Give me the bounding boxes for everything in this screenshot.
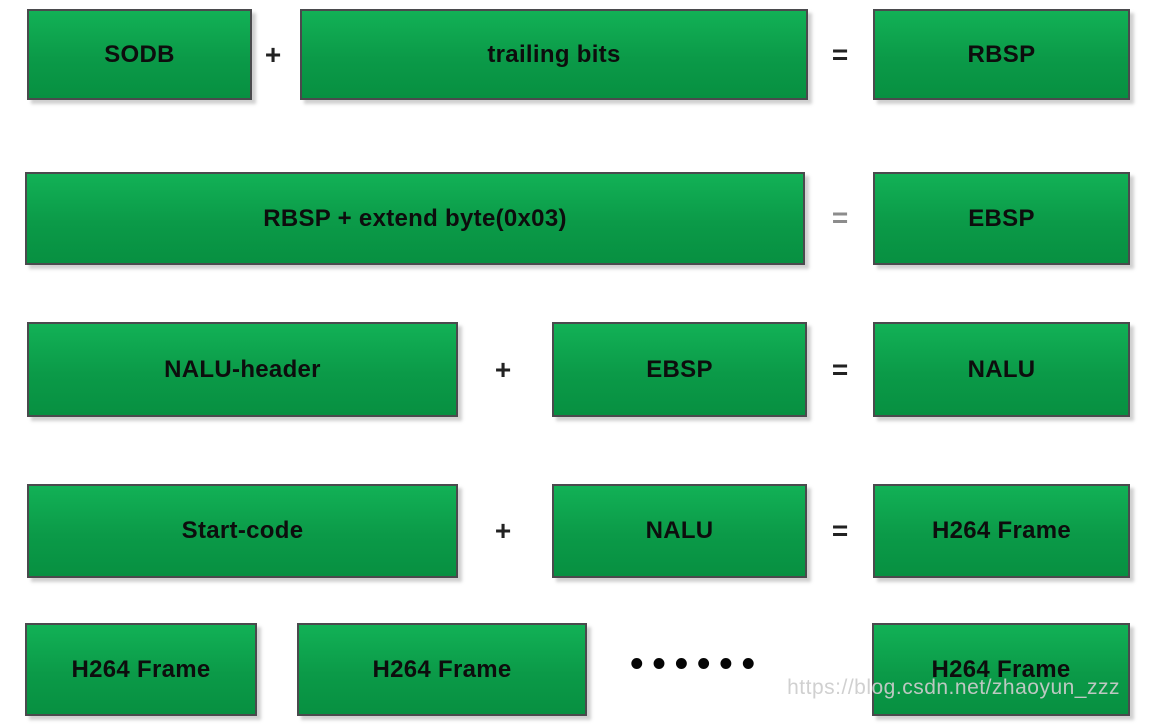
box-nalu-result: NALU — [873, 322, 1130, 417]
box-ebsp-operand: EBSP — [552, 322, 807, 417]
plus-operator-row4: + — [494, 515, 512, 546]
box-rbsp-result: RBSP — [873, 9, 1130, 100]
ellipsis-dots: •••••• — [630, 643, 764, 685]
box-start-code: Start-code — [27, 484, 458, 578]
plus-operator-row3: + — [494, 354, 512, 385]
watermark-text: https://blog.csdn.net/zhaoyun_zzz — [787, 676, 1120, 699]
equals-operator-row1: = — [831, 39, 849, 70]
box-ebsp-result: EBSP — [873, 172, 1130, 265]
equals-operator-row4: = — [831, 515, 849, 546]
plus-operator-row1: + — [264, 39, 282, 70]
box-nalu-operand: NALU — [552, 484, 807, 578]
equals-operator-row3: = — [831, 354, 849, 385]
box-h264-frame-result: H264 Frame — [873, 484, 1130, 578]
box-h264-frame-1: H264 Frame — [25, 623, 257, 716]
box-sodb: SODB — [27, 9, 252, 100]
box-h264-frame-2: H264 Frame — [297, 623, 587, 716]
box-h264-frame-n: H264 Frame — [872, 623, 1130, 716]
box-rbsp-extend-byte: RBSP + extend byte(0x03) — [25, 172, 805, 265]
box-trailing-bits: trailing bits — [300, 9, 808, 100]
equals-operator-row2: = — [831, 202, 849, 233]
box-nalu-header: NALU-header — [27, 322, 458, 417]
